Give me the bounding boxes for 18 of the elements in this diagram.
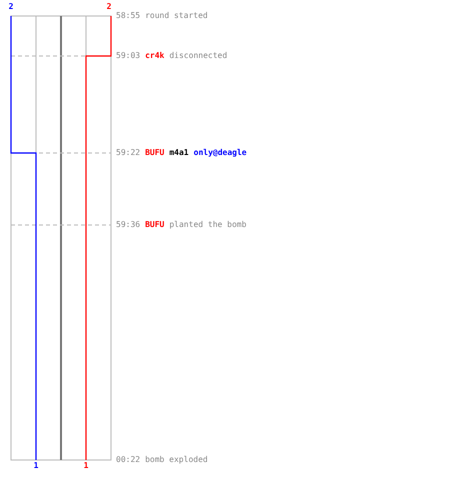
player-name: cr4k	[145, 51, 164, 61]
event-text: bomb exploded	[145, 455, 208, 465]
player-name: BUFU	[145, 148, 164, 158]
event-text: planted the bomb	[169, 220, 246, 230]
timestamp: 59:22	[116, 148, 140, 158]
player-count: 1	[34, 461, 38, 471]
player-count: 2	[106, 2, 112, 12]
timestamp: 58:55	[116, 11, 140, 21]
player-name: only@deagle	[194, 148, 247, 158]
timestamp: 59:03	[116, 51, 140, 61]
event-text: round started	[145, 11, 208, 21]
timestamp: 59:36	[116, 220, 140, 230]
weapon-name: m4a1	[169, 148, 189, 158]
player-count: 1	[84, 461, 88, 471]
player-count: 2	[8, 2, 14, 12]
player-name: BUFU	[145, 220, 164, 230]
timestamp: 00:22	[116, 455, 140, 465]
event-text: disconnected	[169, 51, 228, 61]
